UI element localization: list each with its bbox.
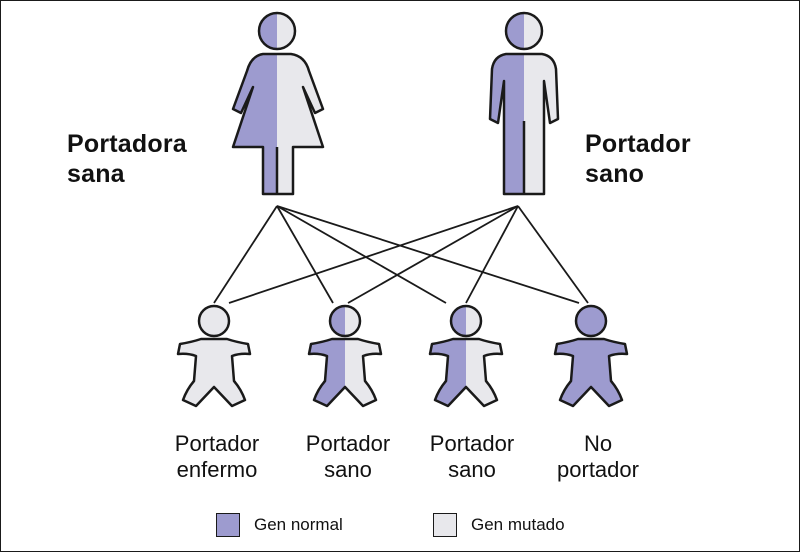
child3-figure-icon	[428, 304, 504, 408]
inheritance-lines	[213, 205, 589, 304]
child1-label: Portador enfermo	[152, 431, 282, 484]
child4-label-line2: portador	[557, 457, 639, 483]
child2-label-line2: sano	[324, 457, 372, 483]
child3-label-line1: Portador	[429, 431, 515, 456]
legend-mutated-label: Gen mutado	[471, 515, 565, 534]
child1-figure-icon	[176, 304, 252, 408]
children-figures	[176, 304, 629, 408]
line-mother-child1	[213, 205, 278, 304]
line-father-child1	[228, 205, 519, 304]
legend-mutated-swatch	[433, 513, 457, 537]
mother-label: Portadora sana	[67, 129, 187, 189]
father-label: Portador sano	[585, 129, 691, 189]
mother-label-line2: sana	[67, 160, 125, 188]
father-label-line2: sano	[585, 160, 645, 188]
line-mother-child4	[276, 205, 580, 304]
child4-label: No portador	[533, 431, 663, 484]
child1-label-line2: enfermo	[176, 457, 258, 483]
child3-label: Portador sano	[407, 431, 537, 484]
child4-label-line1: No	[583, 431, 613, 456]
line-mother-child3	[276, 205, 447, 304]
child2-figure-icon	[307, 304, 383, 408]
father-figure-icon	[488, 11, 560, 196]
line-father-child3	[465, 205, 519, 304]
mother-figure-icon	[231, 11, 325, 196]
child4-figure-icon	[553, 304, 629, 408]
line-father-child4	[517, 205, 589, 304]
line-mother-child2	[276, 205, 334, 304]
child2-label-line1: Portador	[305, 431, 391, 456]
child3-label-line2: sano	[448, 457, 496, 483]
legend-normal-label: Gen normal	[254, 515, 343, 534]
mother-label-line1: Portadora	[67, 130, 187, 158]
line-father-child2	[347, 205, 519, 304]
legend-normal-swatch	[216, 513, 240, 537]
child1-label-line1: Portador	[174, 431, 260, 456]
child2-label: Portador sano	[283, 431, 413, 484]
father-label-line1: Portador	[585, 130, 691, 158]
